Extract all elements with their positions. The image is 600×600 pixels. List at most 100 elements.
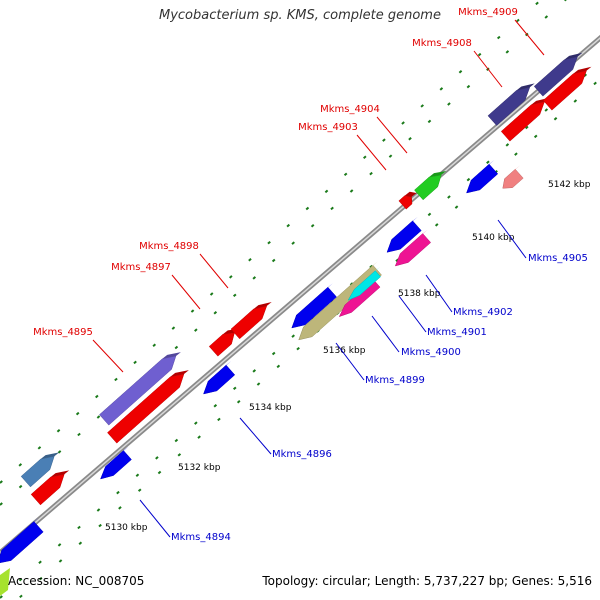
unlabeled-gene-arrow[interactable] bbox=[20, 456, 55, 488]
mkms_4895-gene-arrow[interactable] bbox=[107, 373, 185, 444]
unlabeled-gene-side[interactable] bbox=[40, 452, 60, 460]
genome-summary: Topology: circular; Length: 5,737,227 bp… bbox=[262, 574, 592, 588]
tick-dot bbox=[324, 189, 329, 194]
tick-dot bbox=[454, 205, 459, 209]
tick-dot bbox=[248, 258, 252, 262]
tick-dot bbox=[236, 400, 241, 404]
tick-dot bbox=[217, 417, 221, 422]
mkms_4908-gene-arrow[interactable] bbox=[500, 101, 545, 142]
tick-label-5134-kbp: 5134 kbp bbox=[249, 403, 292, 413]
tick-dot bbox=[114, 377, 118, 382]
tick-dot bbox=[256, 382, 261, 386]
tick-dot bbox=[96, 508, 101, 512]
mkms_4909-gene-label[interactable]: Mkms_4909 bbox=[458, 7, 518, 18]
mkms_4903-gene-label[interactable]: Mkms_4903 bbox=[298, 122, 358, 133]
mkms_4909-gene-side[interactable] bbox=[573, 66, 592, 74]
tick-dot bbox=[96, 415, 101, 419]
tick-dot bbox=[296, 346, 300, 351]
tick-dot bbox=[232, 386, 237, 391]
mkms_4898-gene-label[interactable]: Mkms_4898 bbox=[139, 241, 199, 252]
mkms_4898-gene-arrow[interactable] bbox=[230, 305, 268, 340]
tick-dot bbox=[213, 403, 218, 408]
mkms_4909-gene-side[interactable] bbox=[564, 52, 583, 60]
tick-dot bbox=[133, 360, 137, 365]
tick-dot bbox=[349, 189, 354, 193]
mkms_4903-gene-arrow[interactable] bbox=[398, 195, 413, 210]
tick-dot bbox=[135, 473, 140, 478]
tick-dot bbox=[477, 52, 482, 57]
tick-dot bbox=[197, 435, 201, 439]
mkms_4895-gene-side[interactable] bbox=[162, 352, 181, 359]
mkms_4900-gene-label[interactable]: Mkms_4900 bbox=[401, 347, 461, 358]
unlabeled-gene-arrow[interactable] bbox=[30, 474, 65, 506]
mkms_4899-gene-arrow[interactable] bbox=[291, 286, 337, 329]
mkms_4908-gene-label[interactable]: Mkms_4908 bbox=[412, 38, 472, 49]
mkms_4904-gene-label[interactable]: Mkms_4904 bbox=[320, 104, 380, 115]
unlabeled-gene-arrow[interactable] bbox=[0, 521, 44, 564]
mkms_4896-gene-label[interactable]: Mkms_4896 bbox=[272, 449, 332, 460]
mkms_4908-gene-arrow[interactable] bbox=[487, 87, 531, 126]
mkms_4894-leader-line bbox=[139, 499, 171, 538]
tick-label-5138-kbp: 5138 kbp bbox=[398, 289, 441, 299]
tick-dot bbox=[514, 152, 518, 156]
tick-dot bbox=[155, 456, 159, 460]
mkms_4905-gene-arrow[interactable] bbox=[466, 163, 499, 194]
mkms_4901-gene-label[interactable]: Mkms_4901 bbox=[427, 327, 487, 338]
mkms_4902-gene-arrow[interactable] bbox=[394, 233, 432, 267]
mkms_4897-gene-arrow[interactable] bbox=[208, 332, 235, 357]
mkms_4896-gene-arrow[interactable] bbox=[203, 364, 236, 395]
tick-dot bbox=[369, 264, 373, 269]
tick-dot bbox=[0, 502, 3, 506]
mkms_4904-gene-arrow[interactable] bbox=[414, 174, 442, 201]
tick-dot bbox=[427, 212, 432, 217]
mkms_4898-leader-line bbox=[199, 253, 229, 289]
mkms_4903-gene-side[interactable] bbox=[404, 191, 417, 198]
tick-dot bbox=[38, 576, 43, 581]
mkms_4904-gene-side[interactable] bbox=[429, 171, 447, 178]
mkms_4905-gene-arrow[interactable] bbox=[502, 168, 524, 189]
mkms_4908-gene-side[interactable] bbox=[516, 83, 535, 91]
tick-dot bbox=[213, 310, 218, 315]
mkms_4895-gene-label[interactable]: Mkms_4895 bbox=[33, 327, 93, 338]
mkms_4901-gene-arrow[interactable] bbox=[347, 270, 381, 301]
tick-dot bbox=[434, 223, 439, 227]
tick-dot bbox=[486, 160, 490, 164]
tick-dot bbox=[78, 541, 83, 545]
mkms_4898-gene-side[interactable] bbox=[253, 302, 272, 310]
mkms_4909-gene-arrow[interactable] bbox=[533, 56, 578, 97]
mkms_4895-gene-side[interactable] bbox=[170, 370, 189, 377]
tick-dot bbox=[0, 480, 3, 484]
tick-dot bbox=[439, 87, 444, 91]
tick-dot bbox=[420, 104, 424, 108]
mkms_4894-gene-label[interactable]: Mkms_4894 bbox=[171, 532, 231, 543]
tick-dot bbox=[56, 428, 61, 433]
mkms_4905-gene-label[interactable]: Mkms_4905 bbox=[528, 253, 588, 264]
mkms_4895-gene-arrow[interactable] bbox=[99, 355, 177, 426]
tick-dot bbox=[18, 484, 23, 489]
mkms_4899-leader-line bbox=[335, 342, 365, 381]
mkms_4897-gene-label[interactable]: Mkms_4897 bbox=[111, 262, 171, 273]
unlabeled-gene-side[interactable] bbox=[50, 470, 70, 478]
tick-dot bbox=[137, 488, 142, 492]
mkms_4894-gene-arrow[interactable] bbox=[100, 450, 132, 480]
mkms_4909-gene-arrow[interactable] bbox=[542, 70, 587, 111]
tick-dot bbox=[388, 154, 393, 158]
tick-dot bbox=[252, 369, 257, 373]
tick-dot bbox=[305, 206, 310, 211]
mkms_4895-leader-line bbox=[92, 339, 124, 373]
mkms_4900-leader-line bbox=[371, 315, 400, 353]
mkms_4902-gene-arrow[interactable] bbox=[386, 220, 422, 253]
tick-dot bbox=[267, 240, 271, 245]
partial-gene-fragment bbox=[0, 568, 10, 596]
tick-dot bbox=[152, 343, 157, 347]
tick-dot bbox=[95, 394, 99, 399]
tick-dot bbox=[564, 0, 567, 2]
tick-dot bbox=[362, 155, 367, 159]
tick-dot bbox=[408, 137, 412, 141]
tick-dot bbox=[447, 195, 451, 199]
mkms_4905-leader-line bbox=[497, 219, 527, 259]
mkms_4908-leader-line bbox=[473, 50, 503, 88]
mkms_4899-gene-label[interactable]: Mkms_4899 bbox=[365, 375, 425, 386]
tick-dot bbox=[525, 125, 529, 130]
mkms_4902-gene-label[interactable]: Mkms_4902 bbox=[453, 307, 513, 318]
